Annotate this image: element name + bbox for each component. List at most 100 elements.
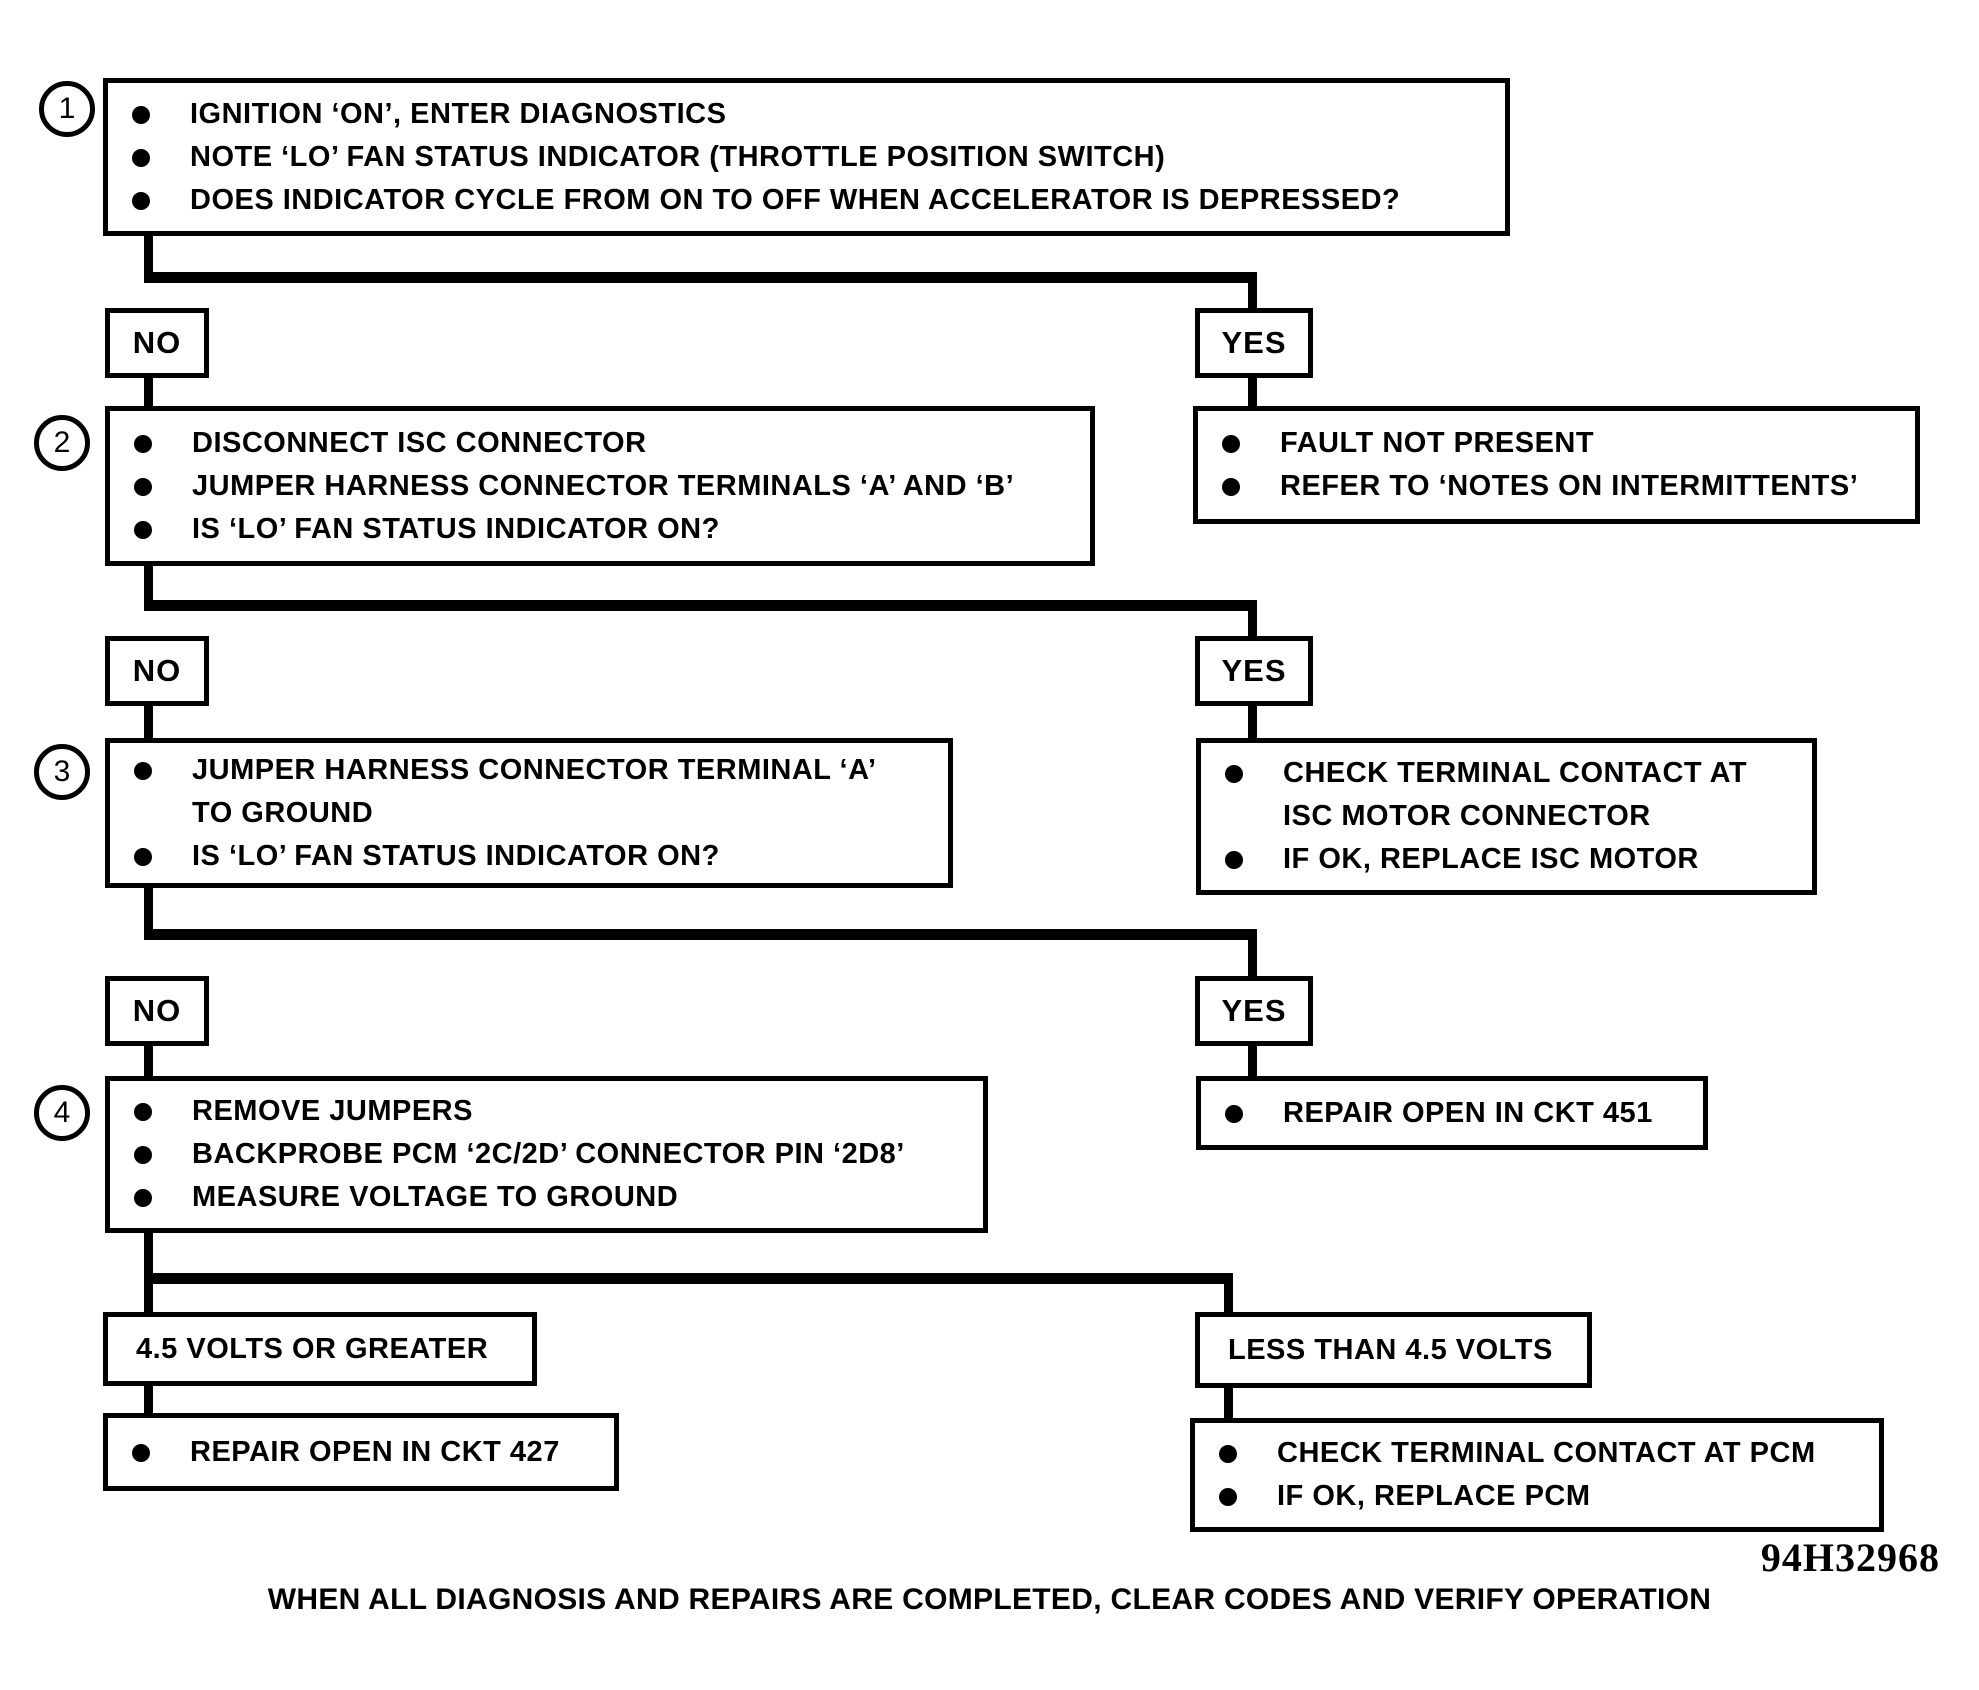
connector-line xyxy=(1248,376,1257,408)
list-item: FAULT NOT PRESENT xyxy=(1222,422,1897,465)
list-item: BACKPROBE PCM ‘2C/2D’ CONNECTOR PIN ‘2D8… xyxy=(134,1133,965,1176)
connector-line xyxy=(144,886,153,936)
bullet-icon xyxy=(132,148,150,167)
step-number-label: 1 xyxy=(58,92,76,125)
list-item: DISCONNECT ISC CONNECTOR xyxy=(134,422,1072,465)
connector-line xyxy=(144,1384,153,1415)
result-text: IF OK, REPLACE ISC MOTOR xyxy=(1283,843,1699,875)
bullet-icon xyxy=(134,1189,152,1207)
no-label: NO xyxy=(132,993,182,1028)
step-2-bullet-3: IS ‘LO’ FAN STATUS INDICATOR ON? xyxy=(192,512,720,545)
result-text: REFER TO ‘NOTES ON INTERMITTENTS’ xyxy=(1280,470,1859,502)
no-label: NO xyxy=(132,653,182,688)
step-number-badge: 3 xyxy=(34,744,90,800)
connector-line xyxy=(1224,1386,1233,1420)
yes-label: YES xyxy=(1221,653,1287,688)
step-3-box: JUMPER HARNESS CONNECTOR TERMINAL ‘A’ TO… xyxy=(105,738,953,888)
bullet-icon xyxy=(132,191,150,210)
connector-line xyxy=(144,564,153,606)
step-number-label: 3 xyxy=(53,755,71,788)
list-item: REMOVE JUMPERS xyxy=(134,1090,965,1133)
list-item: IS ‘LO’ FAN STATUS INDICATOR ON? xyxy=(134,835,930,878)
list-item: IF OK, REPLACE PCM xyxy=(1219,1475,1861,1518)
result-text: CHECK TERMINAL CONTACT AT ISC MOTOR CONN… xyxy=(1283,757,1748,832)
result-ckt451-box: REPAIR OPEN IN CKT 451 xyxy=(1196,1076,1708,1150)
step-number-badge: 4 xyxy=(34,1085,90,1141)
result-text: FAULT NOT PRESENT xyxy=(1280,427,1595,459)
step-4-bullet-2: BACKPROBE PCM ‘2C/2D’ CONNECTOR PIN ‘2D8… xyxy=(192,1138,905,1170)
list-item: MEASURE VOLTAGE TO GROUND xyxy=(134,1176,965,1219)
connector-line xyxy=(1248,609,1257,638)
list-item: CHECK TERMINAL CONTACT AT ISC MOTOR CONN… xyxy=(1225,752,1794,838)
result-text: REPAIR OPEN IN CKT 427 xyxy=(190,1435,560,1468)
list-item: REPAIR OPEN IN CKT 451 xyxy=(1225,1092,1685,1135)
bullet-icon xyxy=(1219,1488,1237,1506)
step-2-bullet-1: DISCONNECT ISC CONNECTOR xyxy=(192,426,647,459)
bullet-icon xyxy=(132,105,150,124)
no-branch-2: NO xyxy=(105,636,209,706)
bullet-icon xyxy=(134,761,152,780)
step-2-box: DISCONNECT ISC CONNECTOR JUMPER HARNESS … xyxy=(105,406,1095,566)
result-text: CHECK TERMINAL CONTACT AT PCM xyxy=(1277,1437,1816,1469)
connector-line xyxy=(1248,938,1257,978)
step-2-bullet-2: JUMPER HARNESS CONNECTOR TERMINALS ‘A’ A… xyxy=(192,469,1015,502)
result-fault-not-present-box: FAULT NOT PRESENT REFER TO ‘NOTES ON INT… xyxy=(1193,406,1920,524)
list-item: REFER TO ‘NOTES ON INTERMITTENTS’ xyxy=(1222,465,1897,508)
step-4-box: REMOVE JUMPERS BACKPROBE PCM ‘2C/2D’ CON… xyxy=(105,1076,988,1233)
connector-line xyxy=(144,704,153,740)
volts-less-box: LESS THAN 4.5 VOLTS xyxy=(1195,1312,1592,1388)
connector-line xyxy=(144,234,153,276)
connector-line xyxy=(1248,1044,1257,1078)
bullet-icon xyxy=(132,1443,150,1462)
yes-branch-1: YES xyxy=(1195,308,1313,378)
step-number-badge: 2 xyxy=(34,415,90,471)
step-1-bullet-3: DOES INDICATOR CYCLE FROM ON TO OFF WHEN… xyxy=(190,183,1401,216)
figure-code: 94H32968 xyxy=(1760,1535,1940,1580)
no-branch-1: NO xyxy=(105,308,209,378)
step-4-bullet-1: REMOVE JUMPERS xyxy=(192,1095,473,1127)
bullet-icon xyxy=(134,477,152,496)
bullet-icon xyxy=(1225,1104,1243,1123)
bullet-icon xyxy=(1219,1445,1237,1463)
result-text: IF OK, REPLACE PCM xyxy=(1277,1480,1591,1512)
footer-note: WHEN ALL DIAGNOSIS AND REPAIRS ARE COMPL… xyxy=(267,1583,1712,1616)
bullet-icon xyxy=(134,847,152,866)
bullet-icon xyxy=(1222,435,1240,453)
list-item: REPAIR OPEN IN CKT 427 xyxy=(132,1431,596,1474)
list-item: CHECK TERMINAL CONTACT AT PCM xyxy=(1219,1432,1861,1475)
connector-line xyxy=(144,1044,153,1078)
yes-branch-3: YES xyxy=(1195,976,1313,1046)
connector-line xyxy=(1248,281,1257,310)
list-item: DOES INDICATOR CYCLE FROM ON TO OFF WHEN… xyxy=(132,179,1487,222)
yes-branch-2: YES xyxy=(1195,636,1313,706)
step-4-bullet-3: MEASURE VOLTAGE TO GROUND xyxy=(192,1181,679,1213)
no-label: NO xyxy=(132,325,182,360)
volts-greater-box: 4.5 VOLTS OR GREATER xyxy=(103,1312,537,1386)
bullet-icon xyxy=(134,1103,152,1121)
connector-line xyxy=(144,929,1257,940)
result-pcm-box: CHECK TERMINAL CONTACT AT PCM IF OK, REP… xyxy=(1190,1418,1884,1532)
bullet-icon xyxy=(134,520,152,539)
step-1-bullet-1: IGNITION ‘ON’, ENTER DIAGNOSTICS xyxy=(190,97,727,130)
connector-line xyxy=(144,272,1257,283)
volts-greater-label: 4.5 VOLTS OR GREATER xyxy=(136,1332,489,1365)
bullet-icon xyxy=(134,434,152,453)
step-number-label: 4 xyxy=(53,1096,71,1129)
step-number-label: 2 xyxy=(53,426,71,459)
connector-line xyxy=(144,376,153,408)
bullet-icon xyxy=(134,1146,152,1164)
bullet-icon xyxy=(1225,765,1243,783)
connector-line xyxy=(1224,1282,1233,1316)
list-item: IF OK, REPLACE ISC MOTOR xyxy=(1225,838,1794,881)
step-3-bullet-2: IS ‘LO’ FAN STATUS INDICATOR ON? xyxy=(192,839,720,872)
list-item: JUMPER HARNESS CONNECTOR TERMINALS ‘A’ A… xyxy=(134,465,1072,508)
result-ckt427-box: REPAIR OPEN IN CKT 427 xyxy=(103,1413,619,1491)
list-item: IGNITION ‘ON’, ENTER DIAGNOSTICS xyxy=(132,93,1487,136)
volts-less-label: LESS THAN 4.5 VOLTS xyxy=(1228,1333,1553,1366)
bullet-icon xyxy=(1222,478,1240,496)
step-1-box: IGNITION ‘ON’, ENTER DIAGNOSTICS NOTE ‘L… xyxy=(103,78,1510,236)
yes-label: YES xyxy=(1221,993,1287,1028)
result-text: REPAIR OPEN IN CKT 451 xyxy=(1283,1096,1653,1129)
list-item: NOTE ‘LO’ FAN STATUS INDICATOR (THROTTLE… xyxy=(132,136,1487,179)
